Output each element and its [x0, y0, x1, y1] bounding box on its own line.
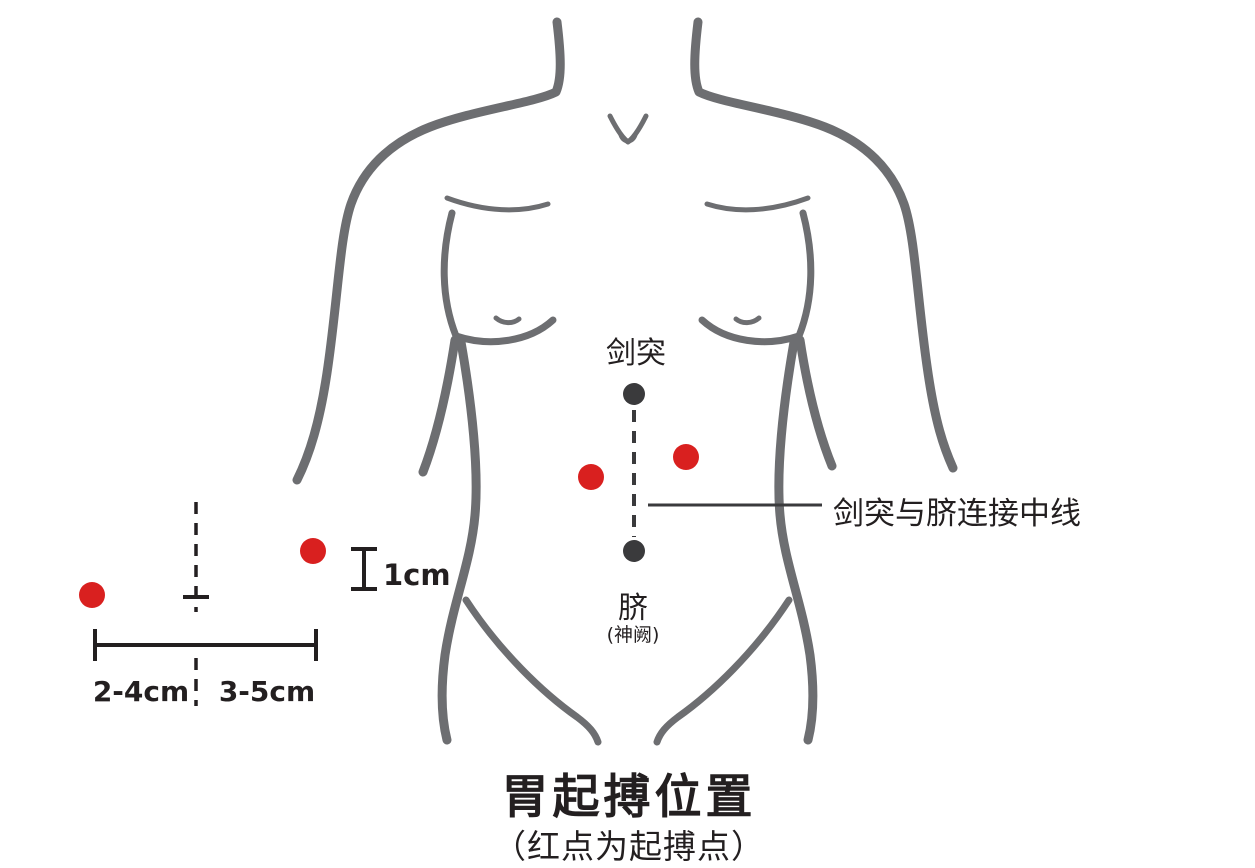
navel-point — [623, 540, 645, 562]
pectoral-right — [698, 316, 803, 346]
range-right-label: 3-5cm — [218, 675, 316, 708]
chest-side-left — [440, 209, 460, 340]
inner-arm-left — [418, 335, 460, 477]
inset-pacing-point-left — [79, 582, 105, 608]
xiphoid-label: 剑突 — [606, 336, 666, 371]
pectoral-left — [452, 316, 557, 346]
navel-label: 脐 — [618, 591, 648, 626]
inset-pacing-point-right — [300, 538, 326, 564]
diagram-subtitle: （红点为起搏点） — [493, 827, 765, 866]
body-side-right — [774, 337, 818, 745]
chest-side-right — [795, 209, 815, 340]
xiphoid-point — [623, 383, 645, 405]
body-side-left — [437, 337, 481, 745]
navel-alt-label: (神阙) — [606, 624, 660, 646]
nipple-left — [493, 315, 522, 326]
hip-crease-right — [653, 596, 793, 746]
neck-notch-mark — [618, 132, 638, 144]
hip-crease-left — [462, 596, 602, 746]
diagram-title: 胃起搏位置 — [501, 770, 757, 825]
collarbone-right — [704, 195, 811, 213]
collarbone-left — [444, 195, 551, 213]
torso-outline — [292, 17, 958, 746]
midline-markers — [578, 383, 822, 562]
pacing-point-left — [578, 464, 604, 490]
range-left-label: 2-4cm — [92, 675, 190, 708]
neck-notch — [607, 113, 649, 145]
nipple-right — [733, 315, 762, 326]
measurement-inset — [79, 502, 377, 706]
neck-trap-arm-left — [292, 17, 565, 485]
pacing-point-right — [673, 444, 699, 470]
one-cm-label: 1cm — [383, 558, 451, 592]
neck-trap-arm-right — [690, 17, 958, 473]
inner-arm-right — [795, 335, 837, 471]
midline-label: 剑突与脐连接中线 — [833, 496, 1081, 532]
